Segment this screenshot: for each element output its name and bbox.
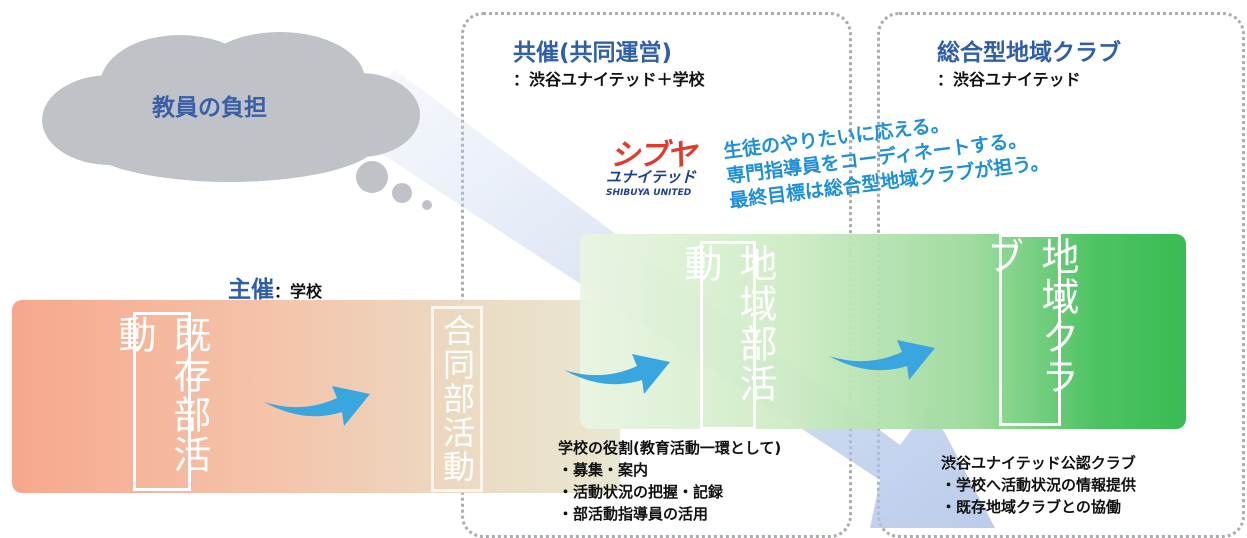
cohost-subtitle: ：渋谷ユナイテッド＋学校 bbox=[513, 70, 705, 89]
stage-community-club: 地域部活動 bbox=[678, 241, 777, 430]
club-role-heading: 渋谷ユナイテッド公認クラブ bbox=[941, 454, 1136, 472]
stage-community-label: 地域部活動 bbox=[678, 244, 777, 404]
club-title: 総合型地域クラブ bbox=[937, 40, 1121, 66]
cohost-title: 共催(共同運営) bbox=[513, 40, 673, 66]
school-role-item: ・部活動指導員の活用 bbox=[558, 505, 709, 523]
cloud-label: 教員の負担 bbox=[152, 95, 267, 121]
swoosh-arrow-icon bbox=[829, 340, 935, 380]
school-role-item: ・活動状況の把握・記録 bbox=[558, 483, 724, 501]
stage-regional-label: 地域クラブ bbox=[980, 237, 1079, 397]
logo-english: SHIBUYA UNITED bbox=[606, 188, 692, 198]
swoosh-arrow-icon bbox=[264, 386, 370, 426]
stage-joint-club: 合同部活動 bbox=[431, 306, 483, 492]
club-subtitle: ：渋谷ユナイテッド bbox=[937, 70, 1081, 89]
burden-cloud bbox=[42, 32, 432, 210]
stage-existing-club: 既存部活動 bbox=[112, 312, 211, 491]
club-role-item: ・学校へ活動状況の情報提供 bbox=[941, 476, 1137, 494]
school-role-item: ・募集・案内 bbox=[558, 461, 649, 479]
host-title-group: 主催：学校 bbox=[228, 270, 322, 304]
club-role: 渋谷ユナイテッド公認クラブ ・学校へ活動状況の情報提供 ・既存地域クラブとの協働 bbox=[941, 452, 1136, 518]
host-title: 主催 bbox=[228, 277, 274, 303]
school-band bbox=[12, 300, 620, 493]
host-subtitle: ：学校 bbox=[274, 282, 323, 301]
logo-mark: シブヤ bbox=[610, 138, 696, 173]
stage-regional-club: 地域クラブ bbox=[980, 234, 1079, 426]
club-role-item: ・既存地域クラブとの協働 bbox=[941, 498, 1121, 516]
swoosh-arrow-icon bbox=[564, 354, 670, 394]
community-band bbox=[580, 234, 1186, 429]
shibuya-united-logo: シブヤ ユナイテッド SHIBUYA UNITED bbox=[604, 130, 724, 210]
logo-katakana: ユナイテッド bbox=[606, 168, 696, 186]
stage-joint-label: 合同部活動 bbox=[438, 314, 476, 484]
school-role: 学校の役割(教育活動一環として) ・募集・案内 ・活動状況の把握・記録 ・部活動… bbox=[558, 437, 781, 525]
school-role-heading: 学校の役割(教育活動一環として) bbox=[558, 439, 782, 457]
stage-existing-label: 既存部活動 bbox=[112, 315, 211, 475]
